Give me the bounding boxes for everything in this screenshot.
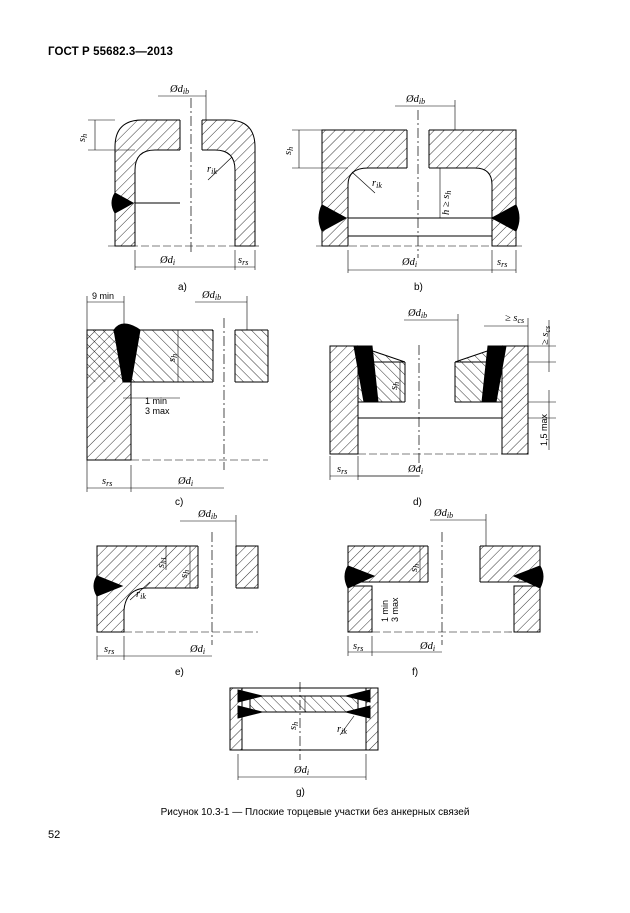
g-di-label: Ødi xyxy=(293,765,309,777)
e-sh-label: sh xyxy=(179,570,191,578)
f-panel-label: f) xyxy=(412,667,418,678)
d-dib-label: Ødib xyxy=(407,308,427,320)
b-h-label: h ≥ sh xyxy=(441,191,453,215)
g-rik-label: rik xyxy=(337,724,347,736)
b-rik-label: rik xyxy=(372,178,382,190)
c-dib-label: Ødib xyxy=(201,290,221,302)
e-srs-label: srs xyxy=(104,644,114,656)
f-1min-label: 1 min xyxy=(380,600,390,622)
e-panel-label: e) xyxy=(175,667,184,678)
a-sh-label: sh xyxy=(77,134,89,142)
e-sh1-label: sh1 xyxy=(156,557,168,568)
a-di-label: Ødi xyxy=(159,255,175,267)
panel-f xyxy=(344,514,544,656)
b-panel-label: b) xyxy=(414,282,423,293)
panel-g xyxy=(229,682,379,780)
panel-b xyxy=(292,100,522,273)
f-di-label: Ødi xyxy=(419,641,435,653)
f-sh-label: sh xyxy=(409,564,421,572)
d-panel-label: d) xyxy=(413,497,422,508)
d-scs2-label: ≥ scs xyxy=(540,326,552,345)
page-number: 52 xyxy=(48,829,61,841)
document-header: ГОСТ Р 55682.3—2013 xyxy=(48,46,173,58)
b-di-label: Ødi xyxy=(401,257,417,269)
g-sh-label: sh xyxy=(288,722,300,730)
f-dib-label: Ødib xyxy=(433,508,453,520)
panel-e xyxy=(93,515,259,660)
d-srs-label: srs xyxy=(337,464,347,476)
f-srs-label: srs xyxy=(353,641,363,653)
a-dib-label: Ødib xyxy=(169,84,189,96)
e-dib-label: Ødib xyxy=(197,509,217,521)
panel-c xyxy=(86,296,269,492)
f-3max-label: 3 max xyxy=(390,597,400,622)
b-sh-label: sh xyxy=(283,147,295,155)
panel-a xyxy=(88,90,262,270)
b-dib-label: Ødib xyxy=(405,94,425,106)
e-rik-label: rik xyxy=(136,589,146,601)
c-sh-label: sh xyxy=(167,354,179,362)
c-3max-label: 3 max xyxy=(145,406,170,416)
a-rik-label: rik xyxy=(207,164,217,176)
b-srs-label: srs xyxy=(497,257,507,269)
d-scs1-label: ≥ scs xyxy=(505,313,524,325)
d-15max-label: 1,5 max xyxy=(539,413,549,446)
c-srs-label: srs xyxy=(102,476,112,488)
c-9min-label: 9 min xyxy=(92,291,114,301)
d-di-label: Ødi xyxy=(407,464,423,476)
c-di-label: Ødi xyxy=(177,476,193,488)
a-srs-label: srs xyxy=(238,255,248,267)
panel-d xyxy=(329,314,556,480)
c-panel-label: c) xyxy=(175,497,183,508)
g-panel-label: g) xyxy=(296,787,305,798)
e-di-label: Ødi xyxy=(189,644,205,656)
figure-caption: Рисунок 10.3-1 — Плоские торцевые участк… xyxy=(160,807,470,818)
a-panel-label: a) xyxy=(178,282,187,293)
c-1min-label: 1 min xyxy=(145,396,167,406)
d-sh-label: sh xyxy=(389,382,401,390)
